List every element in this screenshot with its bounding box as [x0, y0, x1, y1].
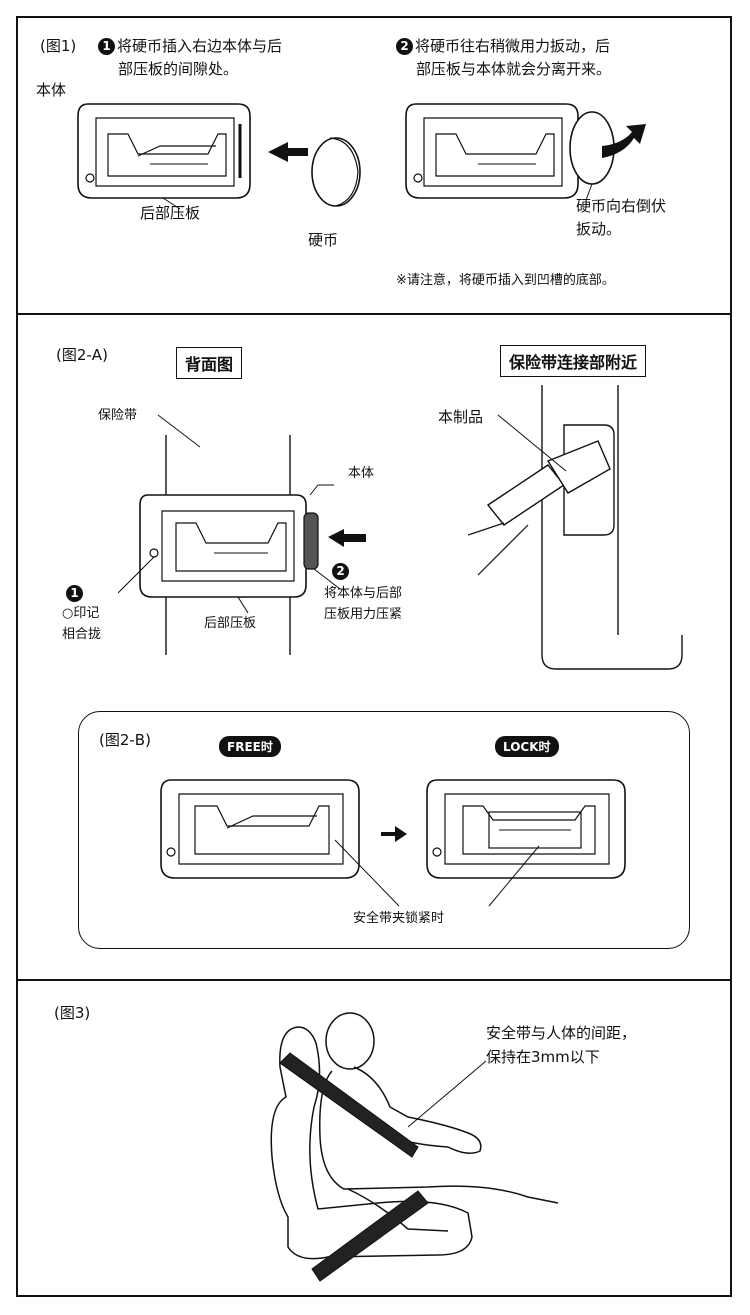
product-label: 本制品 [438, 408, 484, 426]
insert-note: ※请注意，将硬币插入到凹槽的底部。 [396, 273, 615, 288]
step-1-line-2: 部压板的间隙处。 [118, 60, 239, 78]
free-state-label: FREE时 [219, 736, 281, 757]
back-view-title: 背面图 [176, 347, 243, 379]
step-2-number: 2 [396, 38, 413, 55]
step-1-number: 1 [98, 38, 115, 55]
back-plate-label-2a: 后部压板 [204, 616, 257, 631]
belt-area-illustration [468, 385, 683, 670]
step-1-line-1: 将硬币插入右边本体与后 [117, 37, 283, 55]
free-lock-comparison-illustration [160, 779, 626, 907]
figure-2b-box: (图2-B) FREE时 LOCK时 安全带夹锁紧时 [78, 711, 690, 949]
mark-line-1: ○印记 [62, 606, 100, 621]
mark-number: 1 [66, 585, 83, 602]
belt-area-title: 保险带连接部附近 [500, 345, 647, 377]
press-number: 2 [332, 563, 349, 580]
figure-2b-label: (图2-B) [99, 731, 151, 749]
gap-line-1: 安全带与人体的间距， [486, 1024, 637, 1042]
press-line-1: 将本体与后部 [324, 586, 403, 601]
gap-line-2: 保持在3mm以下 [486, 1048, 600, 1066]
locked-caption: 安全带夹锁紧时 [353, 911, 445, 926]
clip-with-coin-illustration [77, 103, 361, 210]
body-label: 本体 [36, 81, 67, 99]
clip-tilted-coin-illustration [405, 103, 646, 201]
seated-person-with-belt-illustration [270, 1012, 559, 1282]
back-plate-label: 后部压板 [140, 204, 201, 222]
body-label-2a: 本体 [348, 466, 375, 481]
back-view-illustration [118, 414, 366, 655]
step-2-line-1: 将硬币往右稍微用力扳动，后 [415, 37, 611, 55]
coin-label: 硬币 [308, 231, 339, 249]
figure-2-panel: (图2-A) 背面图 保险带连接部附近 保险带 本体 本制品 1 ○印记 相合拢… [18, 313, 730, 979]
press-text: 2 [332, 561, 351, 581]
figure-2a-label: (图2-A) [56, 346, 108, 364]
mark-text: 1 [66, 583, 85, 603]
tilt-line-2: 扳动。 [576, 220, 622, 238]
belt-label: 保险带 [98, 408, 138, 423]
lock-state-label: LOCK时 [495, 736, 559, 757]
figure-3-panel: (图3) 安全带与人体的间距， 保持在3mm以下 [18, 979, 730, 1295]
tilt-line-1: 硬币向右倒伏 [576, 197, 667, 215]
figure-1-label: (图1) [40, 37, 77, 55]
mark-line-2: 相合拢 [62, 627, 102, 642]
step-2-line-2: 部压板与本体就会分离开来。 [416, 60, 612, 78]
figure-3-label: (图3) [54, 1004, 91, 1022]
press-line-2: 压板用力压紧 [324, 607, 403, 622]
